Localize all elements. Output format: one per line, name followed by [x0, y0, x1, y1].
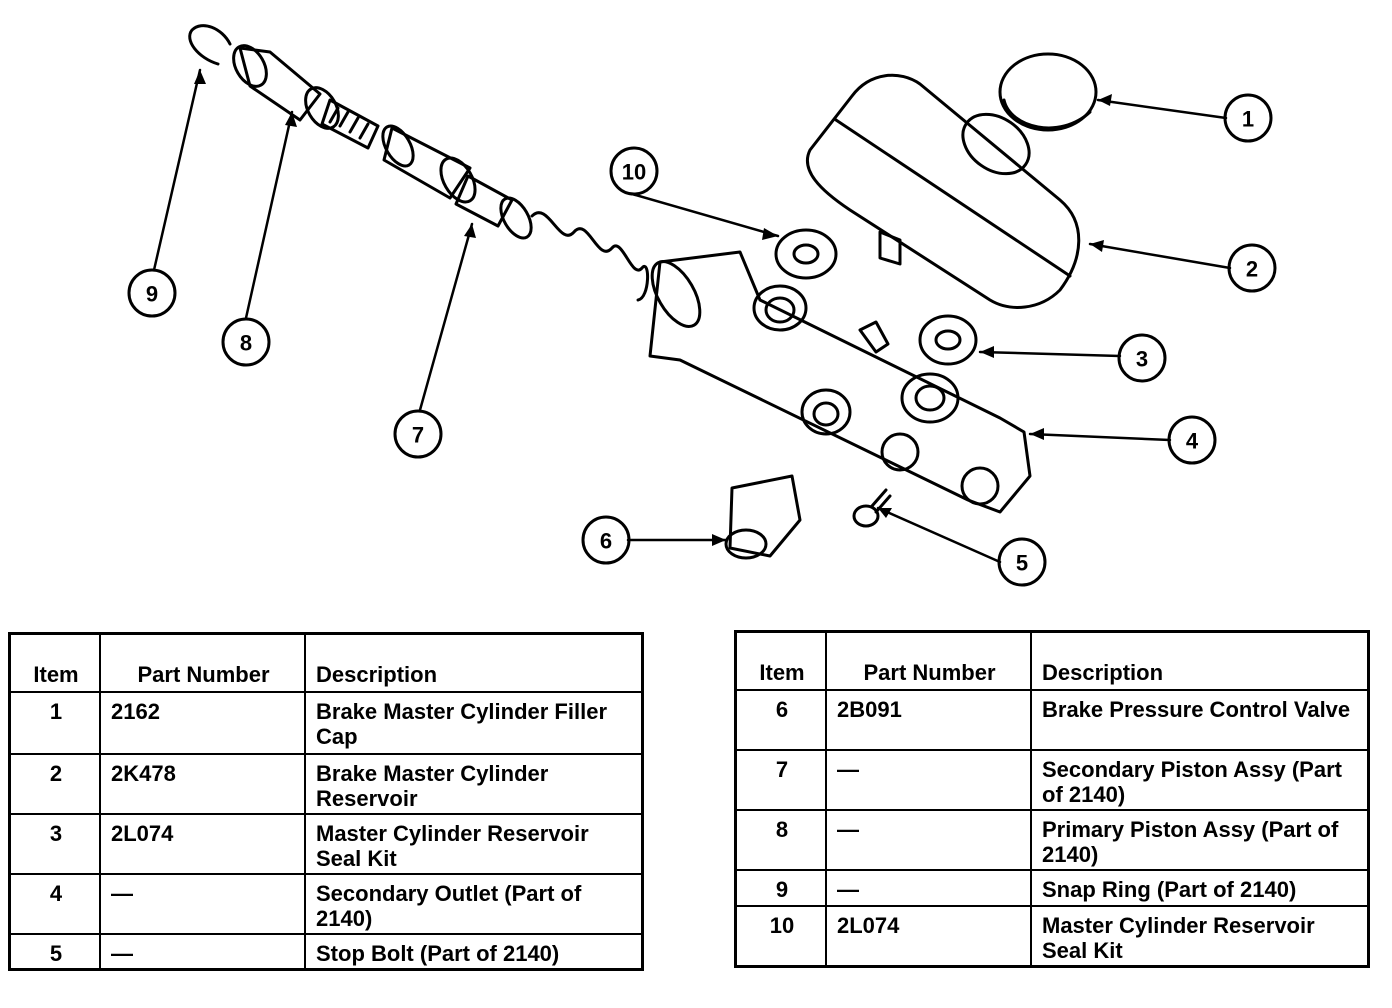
table-row: 7 — Secondary Piston Assy (Part of 2140): [734, 748, 1370, 811]
callout-label-4: 4: [1186, 429, 1199, 454]
part-number-cell: 2K478: [99, 752, 306, 815]
callout-label-3: 3: [1136, 347, 1148, 372]
callout-label-9: 9: [146, 282, 158, 307]
description-cell: Brake Master Cylinder Filler Cap: [304, 690, 644, 755]
description-cell: Snap Ring (Part of 2140): [1030, 868, 1370, 907]
description-cell: Secondary Piston Assy (Part of 2140): [1030, 748, 1370, 811]
header-description: Description: [304, 632, 644, 693]
callout-circle-4: [1167, 415, 1217, 465]
item-cell: 7: [734, 748, 827, 811]
table-row: 6 2B091 Brake Pressure Control Valve: [734, 688, 1370, 751]
parts-table-left: Item Part Number Description 1 2162 Brak…: [8, 632, 644, 971]
callout-label-2: 2: [1246, 257, 1258, 282]
filler-cap-drawing: [998, 52, 1098, 132]
callout-label-1: 1: [1242, 107, 1254, 132]
table-row: 1 2162 Brake Master Cylinder Filler Cap: [8, 690, 644, 755]
item-cell: 4: [8, 872, 101, 935]
callout-circle-6: [581, 515, 631, 565]
description-cell: Primary Piston Assy (Part of 2140): [1030, 808, 1370, 871]
reservoir-drawing: [805, 73, 1081, 309]
table-header-row: Item Part Number Description: [734, 630, 1370, 691]
description-cell: Master Cylinder Reservoir Seal Kit: [1030, 904, 1370, 967]
callout-circle-7: [393, 409, 443, 459]
exploded-view-diagram: 1 2 3 4 5 6 7 8 9 10: [127, 24, 1277, 587]
part-number-cell: —: [825, 808, 1032, 871]
header-item: Item: [8, 632, 101, 693]
callout-label-8: 8: [240, 331, 252, 356]
part-number-cell: 2162: [99, 690, 306, 755]
pressure-control-valve-drawing: [724, 474, 802, 560]
snap-ring-drawing: [188, 24, 232, 66]
parts-table-right: Item Part Number Description 6 2B091 Bra…: [734, 630, 1370, 968]
table-row: 5 — Stop Bolt (Part of 2140): [8, 932, 644, 970]
callout-label-7: 7: [412, 423, 424, 448]
table-row: 8 — Primary Piston Assy (Part of 2140): [734, 808, 1370, 871]
callout-circle-9: [127, 268, 177, 318]
callout-label-5: 5: [1016, 551, 1028, 576]
part-number-cell: —: [825, 868, 1032, 907]
callout-label-6: 6: [600, 529, 612, 554]
item-cell: 6: [734, 688, 827, 751]
callout-circle-10: [609, 146, 659, 196]
description-cell: Stop Bolt (Part of 2140): [304, 932, 644, 970]
part-number-cell: 2L074: [99, 812, 306, 875]
table-row: 4 — Secondary Outlet (Part of 2140): [8, 872, 644, 935]
reservoir-seal-3-drawing: [918, 314, 978, 366]
cylinder-body-drawing: [648, 250, 1032, 514]
reservoir-seal-10-drawing: [774, 228, 838, 280]
part-number-cell: —: [99, 932, 306, 970]
table-header-row: Item Part Number Description: [8, 632, 644, 693]
table-row: 3 2L074 Master Cylinder Reservoir Seal K…: [8, 812, 644, 875]
item-cell: 9: [734, 868, 827, 907]
item-cell: 5: [8, 932, 101, 970]
callout-circle-2: [1227, 243, 1277, 293]
header-description: Description: [1030, 630, 1370, 691]
part-number-cell: 2B091: [825, 688, 1032, 751]
table-row: 9 — Snap Ring (Part of 2140): [734, 868, 1370, 907]
callout-circle-5: [997, 537, 1047, 587]
description-cell: Brake Pressure Control Valve: [1030, 688, 1370, 751]
table-row: 10 2L074 Master Cylinder Reservoir Seal …: [734, 904, 1370, 967]
part-number-cell: 2L074: [825, 904, 1032, 967]
secondary-piston-drawing: [381, 124, 650, 302]
header-part-number: Part Number: [99, 632, 306, 693]
callout-circle-1: [1223, 93, 1273, 143]
description-cell: Secondary Outlet (Part of 2140): [304, 872, 644, 935]
item-cell: 8: [734, 808, 827, 871]
header-item: Item: [734, 630, 827, 691]
item-cell: 10: [734, 904, 827, 967]
callout-circle-3: [1117, 333, 1167, 383]
item-cell: 1: [8, 690, 101, 755]
header-part-number: Part Number: [825, 630, 1032, 691]
part-number-cell: —: [99, 872, 306, 935]
primary-piston-drawing: [232, 44, 380, 150]
table-row: 2 2K478 Brake Master Cylinder Reservoir: [8, 752, 644, 815]
description-cell: Brake Master Cylinder Reservoir: [304, 752, 644, 815]
callout-label-10: 10: [622, 160, 646, 185]
item-cell: 2: [8, 752, 101, 815]
callout-circle-8: [221, 317, 271, 367]
secondary-outlet-drawing: [900, 372, 960, 424]
part-number-cell: —: [825, 748, 1032, 811]
description-cell: Master Cylinder Reservoir Seal Kit: [304, 812, 644, 875]
item-cell: 3: [8, 812, 101, 875]
